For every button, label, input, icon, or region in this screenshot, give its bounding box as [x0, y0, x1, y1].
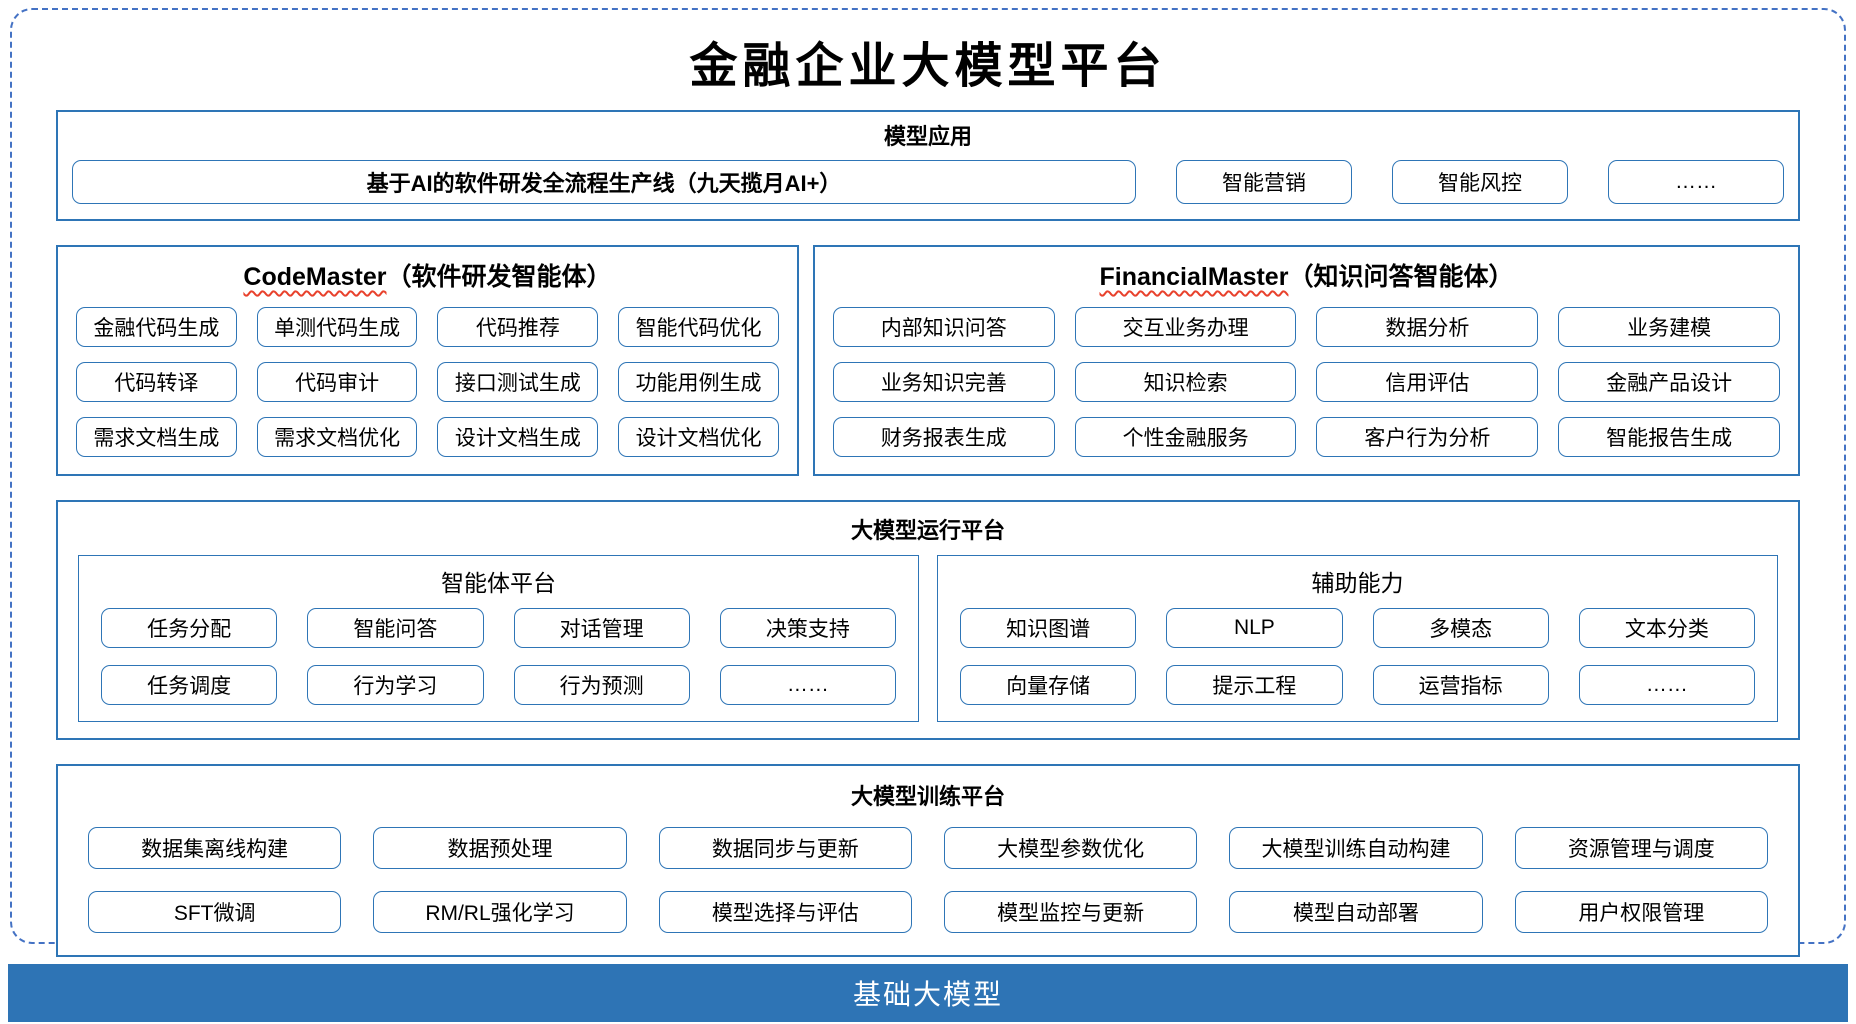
codemaster-item-box: 功能用例生成: [618, 362, 779, 402]
codemaster-box: CodeMaster（软件研发智能体） 金融代码生成单测代码生成代码推荐智能代码…: [56, 245, 799, 476]
codemaster-item-box: 代码推荐: [437, 307, 599, 347]
codemaster-title: CodeMaster（软件研发智能体）: [76, 253, 779, 295]
codemaster-item-box: 需求文档优化: [256, 417, 418, 457]
training-item-box: 大模型参数优化: [943, 827, 1198, 869]
aux-ability-box: 辅助能力 知识图谱 NLP 多模态文本分类向量存储提示工程运营指标 ……: [937, 555, 1778, 722]
app-main-pipeline-box: 基于AI的软件研发全流程生产线（九天揽月AI+）: [72, 160, 1136, 204]
financialmaster-item-box: 信用评估: [1316, 362, 1539, 402]
codemaster-item-box: 代码审计: [256, 362, 418, 402]
training-item-box: 模型自动部署: [1229, 891, 1483, 933]
aux-ability-item-box: ……: [1578, 665, 1755, 705]
training-item-box: 数据集离线构建: [88, 827, 342, 869]
training-item-box: SFT微调: [88, 891, 342, 933]
app-item-box: 智能风控: [1392, 160, 1568, 204]
financialmaster-item-box: 业务建模: [1558, 307, 1780, 347]
aux-ability-grid: 知识图谱 NLP 多模态文本分类向量存储提示工程运营指标 ……: [960, 608, 1755, 705]
agent-platform-item-box: 任务分配: [101, 608, 278, 648]
agent-platform-item-box: 行为学习: [307, 665, 484, 705]
training-item-box: RM/RL强化学习: [373, 891, 627, 933]
codemaster-item-box: 单测代码生成: [256, 307, 418, 347]
training-item-box: 数据预处理: [373, 827, 627, 869]
financialmaster-item-box: 客户行为分析: [1316, 417, 1539, 457]
financialmaster-item-box: 财务报表生成: [832, 417, 1055, 457]
agent-platform-item-box: 对话管理: [513, 608, 690, 648]
foundation-model-bar: 基础大模型: [8, 964, 1848, 1022]
aux-ability-item-box: 运营指标: [1372, 665, 1549, 705]
app-item-box: ……: [1608, 160, 1784, 204]
agent-platform-item-box: 任务调度: [101, 665, 278, 705]
codemaster-item-box: 智能代码优化: [618, 307, 779, 347]
agent-platform-item-box: ……: [719, 665, 896, 705]
financialmaster-item-box: 业务知识完善: [832, 362, 1055, 402]
training-item-box: 模型选择与评估: [658, 891, 912, 933]
model-applications-title: 模型应用: [883, 124, 972, 149]
codemaster-item-box: 需求文档生成: [76, 417, 237, 457]
aux-ability-item-box: 向量存储: [960, 665, 1137, 705]
financialmaster-title: FinancialMaster（知识问答智能体）: [833, 253, 1780, 295]
training-item-box: 数据同步与更新: [658, 827, 912, 869]
section-runtime-platform: 大模型运行平台 智能体平台 任务分配智能问答对话管理决策支持任务调度行为学习行为…: [56, 500, 1800, 740]
codemaster-title-latin: CodeMaster: [243, 263, 387, 291]
codemaster-item-box: 金融代码生成: [76, 307, 237, 347]
financialmaster-item-box: 数据分析: [1316, 307, 1539, 347]
page-title: 金融企业大模型平台: [689, 40, 1167, 93]
agent-platform-item-box: 智能问答: [307, 608, 484, 648]
financialmaster-item-box: 智能报告生成: [1558, 417, 1780, 457]
agent-platform-item-box: 行为预测: [513, 665, 690, 705]
platform-diagram-frame: 金融企业大模型平台 模型应用 基于AI的软件研发全流程生产线（九天揽月AI+） …: [10, 8, 1846, 957]
financialmaster-item-box: 知识检索: [1074, 362, 1297, 402]
agent-platform-title: 智能体平台: [441, 570, 556, 596]
aux-ability-item-box: NLP: [1166, 608, 1343, 648]
codemaster-item-box: 设计文档生成: [437, 417, 599, 457]
model-applications-row: 基于AI的软件研发全流程生产线（九天揽月AI+） 智能营销智能风控 ……: [72, 160, 1784, 204]
foundation-model-label: 基础大模型: [852, 979, 1003, 1010]
section-training-platform: 大模型训练平台 数据集离线构建数据预处理数据同步与更新大模型参数优化大模型训练自…: [56, 764, 1800, 957]
training-grid: 数据集离线构建数据预处理数据同步与更新大模型参数优化大模型训练自动构建资源管理与…: [88, 827, 1768, 933]
financialmaster-title-chinese: （知识问答智能体）: [1288, 263, 1514, 291]
financialmaster-grid: 内部知识问答交互业务办理数据分析业务建模业务知识完善知识检索信用评估金融产品设计…: [832, 307, 1780, 457]
training-platform-title: 大模型训练平台: [850, 784, 1005, 809]
training-item-box: 用户权限管理: [1514, 891, 1768, 933]
financialmaster-title-latin: FinancialMaster: [1099, 263, 1289, 291]
codemaster-grid: 金融代码生成单测代码生成代码推荐智能代码优化代码转译代码审计接口测试生成功能用例…: [76, 307, 779, 457]
runtime-row: 智能体平台 任务分配智能问答对话管理决策支持任务调度行为学习行为预测 …… 辅助能…: [78, 555, 1778, 722]
section-model-applications: 模型应用 基于AI的软件研发全流程生产线（九天揽月AI+） 智能营销智能风控 ……: [56, 110, 1800, 221]
runtime-platform-title: 大模型运行平台: [850, 518, 1005, 543]
training-item-box: 模型监控与更新: [943, 891, 1198, 933]
financialmaster-item-box: 金融产品设计: [1558, 362, 1780, 402]
financialmaster-item-box: 交互业务办理: [1074, 307, 1297, 347]
codemaster-item-box: 代码转译: [76, 362, 237, 402]
section-agents: CodeMaster（软件研发智能体） 金融代码生成单测代码生成代码推荐智能代码…: [56, 245, 1800, 476]
training-item-box: 资源管理与调度: [1514, 827, 1768, 869]
financialmaster-item-box: 内部知识问答: [832, 307, 1055, 347]
codemaster-item-box: 设计文档优化: [618, 417, 779, 457]
aux-ability-title: 辅助能力: [1311, 570, 1404, 596]
financialmaster-box: FinancialMaster（知识问答智能体） 内部知识问答交互业务办理数据分…: [812, 245, 1800, 476]
codemaster-item-box: 接口测试生成: [437, 362, 599, 402]
app-item-box: 智能营销: [1176, 160, 1352, 204]
aux-ability-item-box: 知识图谱: [960, 608, 1137, 648]
aux-ability-item-box: 文本分类: [1578, 608, 1755, 648]
agent-platform-grid: 任务分配智能问答对话管理决策支持任务调度行为学习行为预测 ……: [101, 608, 896, 705]
agent-platform-item-box: 决策支持: [719, 608, 896, 648]
training-item-box: 大模型训练自动构建: [1229, 827, 1483, 869]
agent-platform-box: 智能体平台 任务分配智能问答对话管理决策支持任务调度行为学习行为预测 ……: [78, 555, 919, 722]
codemaster-title-chinese: （软件研发智能体）: [386, 263, 612, 291]
aux-ability-item-box: 多模态: [1372, 608, 1549, 648]
financialmaster-item-box: 个性金融服务: [1074, 417, 1297, 457]
aux-ability-item-box: 提示工程: [1166, 665, 1343, 705]
